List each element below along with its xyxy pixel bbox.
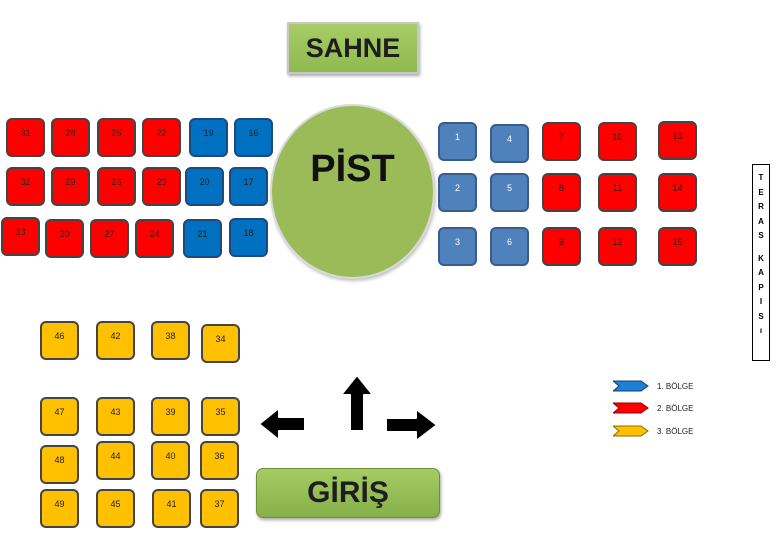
table-12: 12 xyxy=(598,227,637,266)
table-7: 7 xyxy=(542,122,581,161)
legend-zone-3: 3. BÖLGE xyxy=(613,424,693,438)
table-41: 41 xyxy=(152,489,191,528)
table-13: 13 xyxy=(658,121,697,160)
table-2: 2 xyxy=(438,173,477,212)
terrace-letter: A xyxy=(758,216,764,226)
legend-label: 3. BÖLGE xyxy=(657,426,694,436)
table-36: 36 xyxy=(200,441,239,480)
terrace-letter: S xyxy=(758,311,764,321)
arrow-up-icon xyxy=(340,374,374,432)
table-15: 15 xyxy=(658,227,697,266)
table-29: 29 xyxy=(51,167,90,206)
terrace-letter: S xyxy=(758,231,764,240)
table-26: 26 xyxy=(97,167,136,206)
arrow-left-icon xyxy=(258,407,306,441)
table-43: 43 xyxy=(96,397,135,436)
table-40: 40 xyxy=(151,441,190,480)
table-28: 28 xyxy=(51,118,90,157)
legend-chevron-icon xyxy=(613,380,649,392)
stage-label: SAHNE xyxy=(305,32,401,63)
table-6: 6 xyxy=(490,227,529,266)
table-37: 37 xyxy=(200,489,239,528)
table-34: 34 xyxy=(201,324,240,363)
table-1: 1 xyxy=(438,122,477,161)
table-44: 44 xyxy=(96,441,135,480)
terrace-letter: T xyxy=(758,173,764,182)
table-35: 35 xyxy=(201,397,240,436)
arrow-right-icon xyxy=(385,408,438,442)
table-45: 45 xyxy=(96,489,135,528)
table-22: 22 xyxy=(142,118,181,157)
table-5: 5 xyxy=(490,173,529,212)
legend-zone-2: 2. BÖLGE xyxy=(613,401,693,415)
table-46: 46 xyxy=(40,321,79,360)
dance-floor-label: PİST xyxy=(310,148,395,190)
terrace-letter: ı xyxy=(759,326,763,335)
terrace-letter: K xyxy=(758,253,764,263)
table-18: 18 xyxy=(229,218,268,257)
terrace-letter: I xyxy=(759,297,763,306)
table-48: 48 xyxy=(40,445,79,484)
table-32: 32 xyxy=(6,167,45,206)
terrace-letter: P xyxy=(758,282,764,292)
terrace-door: T E R A S K A P I S ı xyxy=(752,164,770,361)
table-17: 17 xyxy=(229,167,268,206)
stage-box: SAHNE xyxy=(287,22,419,74)
entrance-box: GİRİŞ xyxy=(256,468,440,518)
legend-zone-1: 1. BÖLGE xyxy=(613,379,693,393)
table-16: 16 xyxy=(234,118,273,157)
entrance-label: GİRİŞ xyxy=(307,476,389,509)
table-4: 4 xyxy=(490,124,529,163)
legend-label: 1. BÖLGE xyxy=(657,381,694,391)
table-42: 42 xyxy=(96,321,135,360)
table-20: 20 xyxy=(185,167,224,206)
dance-floor: PİST xyxy=(270,104,435,279)
table-24: 24 xyxy=(135,219,174,258)
table-14: 14 xyxy=(658,173,697,212)
table-33: 33 xyxy=(1,217,40,256)
table-27: 27 xyxy=(90,219,129,258)
table-39: 39 xyxy=(151,397,190,436)
table-23: 23 xyxy=(142,167,181,206)
legend-chevron-icon xyxy=(613,425,649,437)
table-49: 49 xyxy=(40,489,79,528)
table-19: 19 xyxy=(189,118,228,157)
table-31: 31 xyxy=(6,118,45,157)
table-8: 8 xyxy=(542,173,581,212)
table-25: 25 xyxy=(97,118,136,157)
table-9: 9 xyxy=(542,227,581,266)
table-21: 21 xyxy=(183,219,222,258)
table-47: 47 xyxy=(40,397,79,436)
terrace-letter: E xyxy=(758,187,764,197)
table-10: 10 xyxy=(598,122,637,161)
legend-label: 2. BÖLGE xyxy=(657,403,694,413)
table-3: 3 xyxy=(438,227,477,266)
terrace-letter: R xyxy=(758,202,764,211)
legend-chevron-icon xyxy=(613,402,649,414)
table-11: 11 xyxy=(598,173,637,212)
table-30: 30 xyxy=(45,219,84,258)
terrace-letter: A xyxy=(758,268,764,277)
table-38: 38 xyxy=(151,321,190,360)
